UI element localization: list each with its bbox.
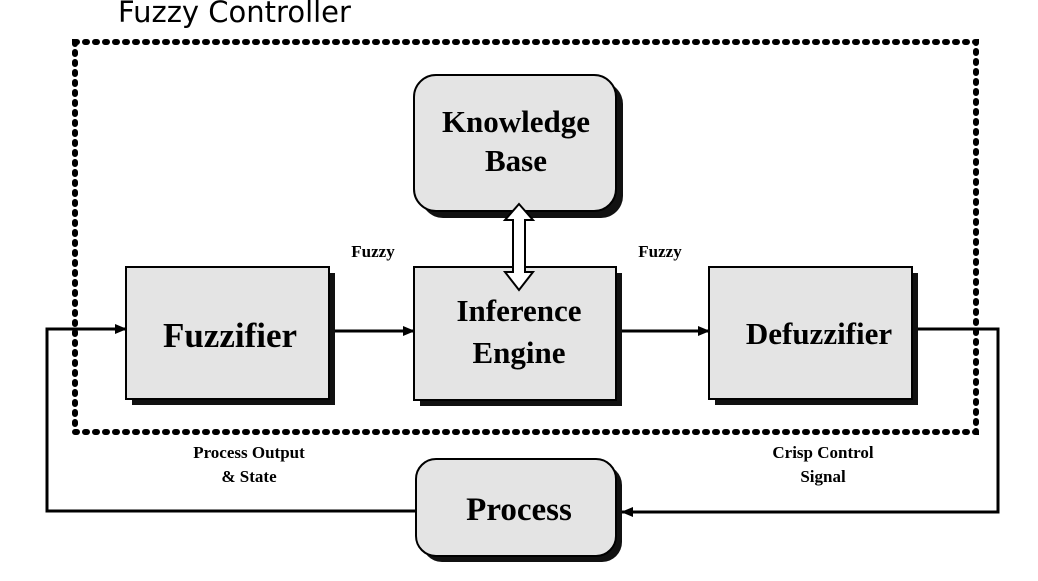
inference-engine-label-line-1: Inference xyxy=(456,293,581,328)
process-label: Process xyxy=(466,492,572,528)
fuzzy-right-label: Fuzzy xyxy=(638,242,682,261)
defuzzifier-box xyxy=(708,266,913,400)
diagram-title: Fuzzy Controller xyxy=(118,0,351,29)
inference-engine-box xyxy=(413,266,617,401)
knowledge-inference-double-arrow xyxy=(502,202,536,292)
inference-engine-block: Inference Engine xyxy=(413,266,622,406)
process-box xyxy=(415,458,617,557)
defuzzifier-block: Defuzzifier xyxy=(708,266,918,405)
process-output-label-line-2: & State xyxy=(221,467,277,486)
fuzzifier-block: Fuzzifier xyxy=(125,266,335,405)
fuzzy-left-label: Fuzzy xyxy=(351,242,395,261)
crisp-control-label-line-2: Signal xyxy=(800,467,846,486)
process-block: Process xyxy=(415,458,622,562)
defuzzifier-to-process-arrow xyxy=(621,327,1000,517)
knowledge-base-label-line-2: Base xyxy=(485,143,547,178)
defuzzifier-label: Defuzzifier xyxy=(746,316,893,351)
knowledge-base-block: Knowledge Base xyxy=(413,74,623,218)
fuzzifier-box xyxy=(125,266,330,400)
inference-engine-label-line-2: Engine xyxy=(472,335,565,370)
process-output-label-line-1: Process Output xyxy=(193,443,305,462)
process-to-fuzzifier-arrow xyxy=(45,324,416,513)
fuzzifier-label: Fuzzifier xyxy=(163,316,297,355)
knowledge-base-label-line-1: Knowledge xyxy=(442,104,590,139)
crisp-control-label-line-1: Crisp Control xyxy=(772,443,873,462)
controller-boundary xyxy=(72,39,979,435)
